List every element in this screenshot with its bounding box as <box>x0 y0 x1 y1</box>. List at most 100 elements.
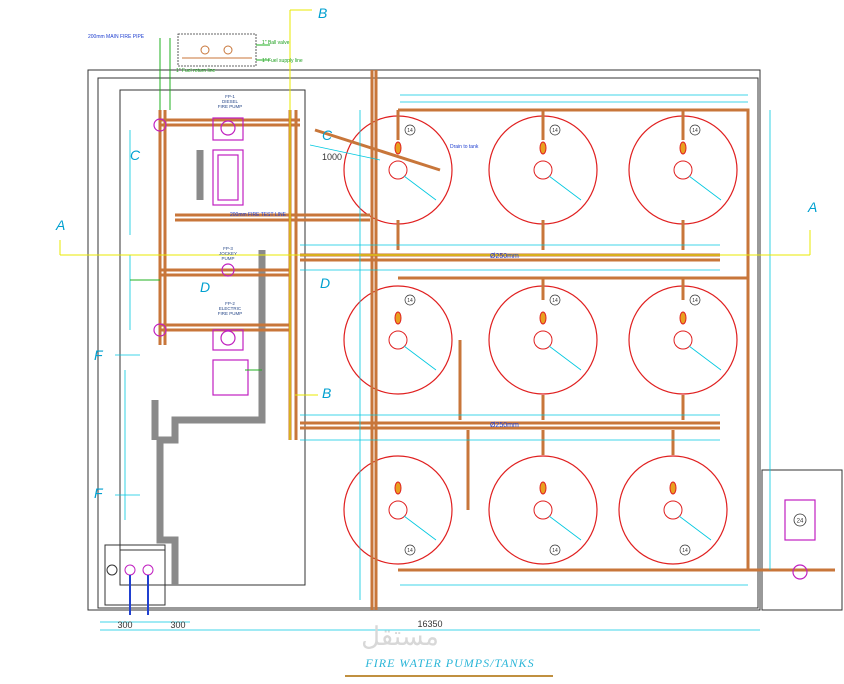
marker-d-right: D <box>320 275 330 291</box>
tank-tag-circle <box>404 294 416 306</box>
tank-manhole <box>533 500 553 520</box>
tank-shell <box>488 285 598 395</box>
tank-tag: 14 <box>692 128 698 134</box>
building-outline <box>87 69 843 611</box>
tank-manhole <box>388 500 408 520</box>
svg-text:FP-2: FP-2 <box>225 301 235 306</box>
tank-5: 14 <box>488 285 598 395</box>
marker-f-top: F <box>94 347 104 363</box>
cable-duct <box>151 150 266 585</box>
tank-tag-circle <box>549 124 561 136</box>
dimension-lines <box>100 94 771 631</box>
tank-radius-line <box>678 515 712 541</box>
marker-b-bottom: B <box>322 385 331 401</box>
dim-1000: 1000 <box>322 152 342 162</box>
svg-text:FP-3: FP-3 <box>223 246 233 251</box>
svg-text:24: 24 <box>797 519 804 525</box>
drain-label: Drain to tank <box>450 144 479 150</box>
tank-tag-circle <box>549 544 561 556</box>
tank-radius-line <box>688 175 722 201</box>
svg-text:ELECTRIC: ELECTRIC <box>219 306 242 311</box>
watermark: مستقل <box>361 621 439 651</box>
tank-radius-line <box>403 345 437 371</box>
section-lines <box>59 9 811 440</box>
tank-radius-line <box>548 515 582 541</box>
marker-f-bottom: F <box>94 485 104 501</box>
svg-text:JOCKEY: JOCKEY <box>219 251 237 256</box>
tank-tag: 14 <box>552 548 558 554</box>
tank-radius-line <box>403 515 437 541</box>
svg-text:FIRE PUMP: FIRE PUMP <box>218 311 243 316</box>
section-markers: B C C A A D D B F F <box>55 5 817 501</box>
tank-tag: 14 <box>407 298 413 304</box>
tank-1: 14 <box>343 115 453 225</box>
tank-tag: 14 <box>407 548 413 554</box>
tank-tag: 14 <box>552 298 558 304</box>
lower-header-label: Ø250mm <box>490 422 519 429</box>
tank-7: 14 <box>343 455 453 565</box>
bottom-dim-left: 300 <box>117 620 132 630</box>
tank-inlet <box>539 481 547 495</box>
tank-tag-circle <box>404 124 416 136</box>
svg-text:PUMP: PUMP <box>221 256 234 261</box>
upper-header-label: Ø250mm <box>490 253 519 260</box>
tank-shell <box>628 285 738 395</box>
tank-inlet <box>394 311 402 325</box>
tank-manhole <box>533 160 553 180</box>
marker-a-left: A <box>55 217 65 233</box>
bottom-dim-right: 300 <box>170 620 185 630</box>
pump-label-diesel: FP-1 DIESEL FIRE PUMP <box>218 94 243 109</box>
fuel-tank-inner <box>182 45 252 59</box>
tank-inlet <box>669 481 677 495</box>
fuel-lines <box>130 38 270 371</box>
ball-valve-label: 1" Ball valve <box>262 40 290 46</box>
pumps <box>153 117 816 580</box>
tank-tag: 14 <box>552 128 558 134</box>
tank-inlet <box>539 311 547 325</box>
tank-radius-line <box>548 345 582 371</box>
tank-6: 14 <box>628 285 738 395</box>
tank-inlet <box>679 311 687 325</box>
tank-tag-circle <box>689 294 701 306</box>
tank-inlet <box>539 141 547 155</box>
tank-manhole <box>673 160 693 180</box>
fuel-return-label: 1" Fuel return line <box>176 68 216 74</box>
marker-b-top: B <box>318 5 327 21</box>
svg-text:FP-1: FP-1 <box>225 94 235 99</box>
tank-manhole <box>673 330 693 350</box>
tank-manhole <box>388 160 408 180</box>
tank-shell <box>488 455 598 565</box>
tank-tag: 14 <box>407 128 413 134</box>
overall-dimension: 16350 <box>417 619 442 629</box>
marker-a-right: A <box>807 199 817 215</box>
drawing-title: FIRE WATER PUMPS/TANKS <box>364 656 534 670</box>
tank-radius-line <box>688 345 722 371</box>
tank-4: 14 <box>343 285 453 395</box>
tank-shell <box>343 285 453 395</box>
pump-label-jockey: FP-3 JOCKEY PUMP <box>219 246 237 261</box>
tank-tag: 14 <box>682 548 688 554</box>
fuel-supply-label: 1" Fuel supply line <box>262 58 303 64</box>
tank-inlet <box>394 141 402 155</box>
tank-manhole <box>533 330 553 350</box>
tank-shell <box>343 455 453 565</box>
tank-radius-line <box>403 175 437 201</box>
marker-c-right: C <box>322 127 333 143</box>
equipment-tag-24: 24 <box>793 513 807 527</box>
tank-manhole <box>388 330 408 350</box>
tank-inlet <box>394 481 402 495</box>
tank-tag: 14 <box>692 298 698 304</box>
marker-d-left: D <box>200 279 210 295</box>
water-tanks: 14 14 14 14 14 14 14 14 14 <box>343 115 738 565</box>
tank-tag-circle <box>679 544 691 556</box>
tank-9: 14 <box>618 455 728 565</box>
svg-text:FIRE PUMP: FIRE PUMP <box>218 104 243 109</box>
fuel-tank-detail <box>177 33 257 67</box>
fire-test-line-label: 200mm FIRE TEST LINE <box>230 212 287 218</box>
electrical-panel <box>104 544 166 615</box>
tank-radius-line <box>548 175 582 201</box>
tank-tag-circle <box>404 544 416 556</box>
tank-8: 14 <box>488 455 598 565</box>
pump-label-electric: FP-2 ELECTRIC FIRE PUMP <box>218 301 243 316</box>
